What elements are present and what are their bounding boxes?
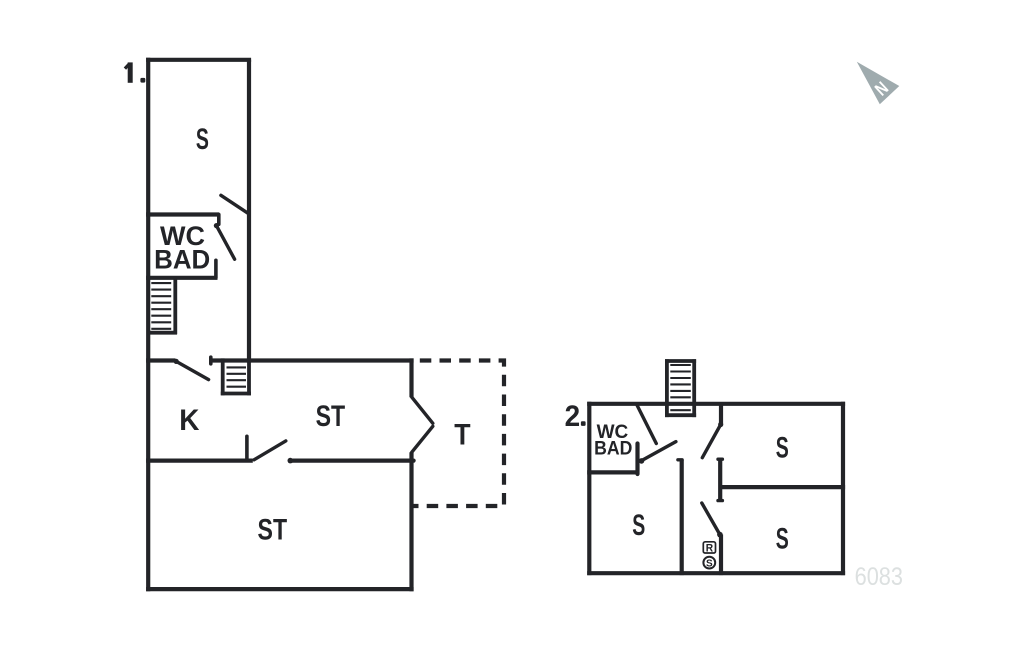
svg-text:S: S [632,509,645,542]
svg-text:BAD: BAD [594,437,632,459]
svg-text:BAD: BAD [154,244,210,275]
svg-text:R: R [706,542,714,554]
svg-text:ST: ST [316,399,346,433]
svg-text:6083: 6083 [855,563,903,591]
svg-text:2: 2 [565,400,581,433]
svg-text:ST: ST [258,513,288,547]
svg-text:S: S [776,431,789,464]
svg-text:S: S [196,123,209,156]
svg-text:K: K [179,404,199,437]
svg-text:S: S [706,558,713,569]
svg-text:WC: WC [160,221,205,251]
svg-text:T: T [454,418,471,452]
svg-text:S: S [776,522,789,555]
svg-text:WC: WC [597,422,629,443]
